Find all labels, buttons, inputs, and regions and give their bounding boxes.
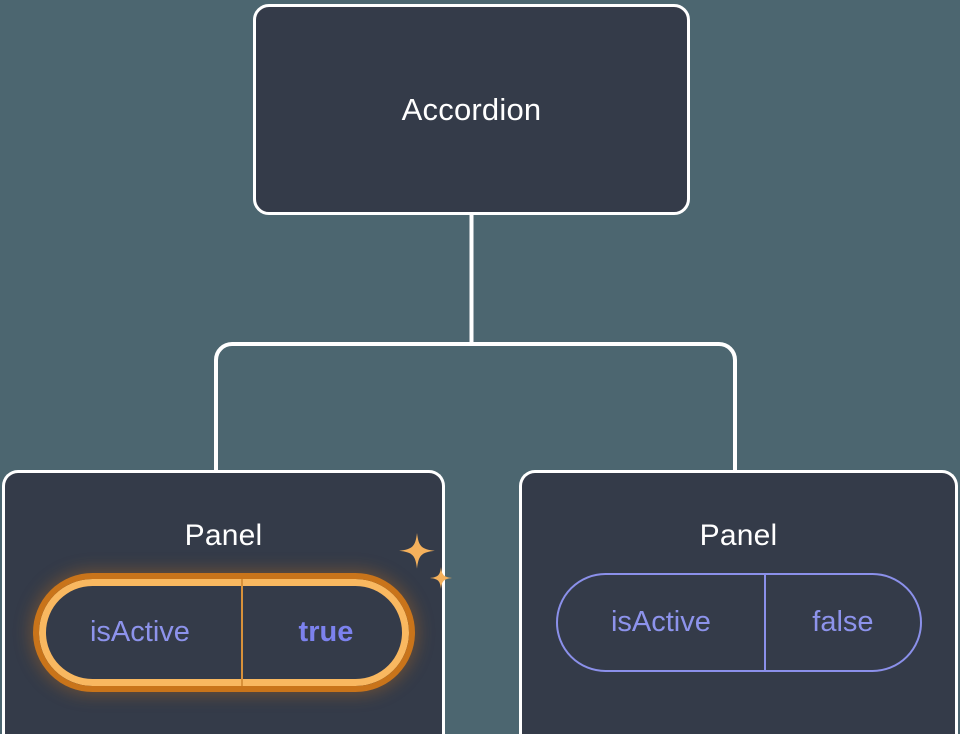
- node-panel-2[interactable]: Panel isActive false: [519, 470, 958, 734]
- prop-key-1: isActive: [89, 616, 190, 648]
- node-accordion-label: Accordion: [401, 92, 542, 127]
- connector-branch-left: [214, 342, 472, 472]
- prop-pill-isactive-true[interactable]: isActive true: [32, 573, 415, 692]
- node-panel-1-label: Panel: [184, 519, 263, 552]
- prop-value-1: true: [241, 579, 408, 686]
- prop-value-2: false: [764, 575, 919, 670]
- prop-pill-wrapper-1: isActive true: [32, 533, 452, 692]
- prop-pill-wrapper-2: isActive false: [555, 573, 922, 672]
- node-panel-1[interactable]: Panel isActive true: [2, 470, 452, 734]
- prop-pill-isactive-false[interactable]: isActive false: [555, 573, 922, 672]
- node-accordion[interactable]: Accordion: [253, 4, 690, 215]
- prop-key-2: isActive: [610, 606, 711, 638]
- node-panel-2-label: Panel: [699, 519, 778, 552]
- connector-branch-right: [471, 342, 737, 472]
- sparkle-small-icon: [429, 567, 452, 589]
- sparkle-large-icon: [398, 533, 435, 569]
